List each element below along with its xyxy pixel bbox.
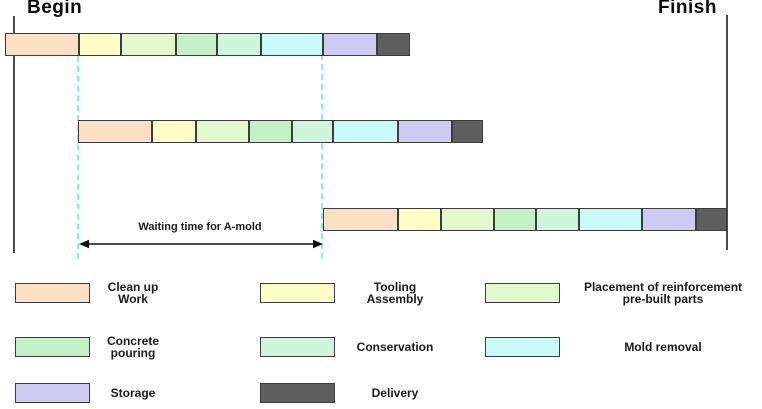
waiting-time-label: Waiting time for A-mold <box>138 221 262 233</box>
segment-delivery <box>377 33 410 56</box>
mold-cycle-row-2 <box>78 120 483 143</box>
mold-cycle-row-1 <box>5 33 410 56</box>
legend-swatch-conservation <box>260 337 335 357</box>
begin-axis-line <box>13 16 15 253</box>
segment-conservation <box>536 208 579 231</box>
legend-swatch-tooling-assembly <box>260 283 335 303</box>
segment-delivery <box>696 208 727 231</box>
segment-mold-removal <box>579 208 642 231</box>
segment-clean-up-work <box>78 120 152 143</box>
segment-concrete-pouring <box>249 120 292 143</box>
mold-cycle-row-3 <box>323 208 727 231</box>
segment-mold-removal <box>333 120 398 143</box>
legend-label-storage: Storage <box>110 386 156 400</box>
segment-concrete-pouring <box>176 33 217 56</box>
segment-storage <box>323 33 377 56</box>
segment-storage <box>398 120 452 143</box>
legend-label-mold-removal: Mold removal <box>624 340 702 354</box>
arrowhead-right <box>313 239 323 249</box>
legend-swatch-clean-up-work <box>15 283 90 303</box>
segment-mold-removal <box>261 33 323 56</box>
segment-storage <box>642 208 696 231</box>
segment-placement-reinforcement <box>441 208 494 231</box>
finish-label: Finish <box>658 0 717 18</box>
segment-placement-reinforcement <box>121 33 176 56</box>
segment-tooling-assembly <box>79 33 121 56</box>
legend-swatch-mold-removal <box>485 337 560 357</box>
legend-label-conservation: Conservation <box>356 340 434 354</box>
waiting-start-guide-line <box>77 56 79 259</box>
segment-clean-up-work <box>323 208 398 231</box>
segment-placement-reinforcement <box>196 120 249 143</box>
segment-clean-up-work <box>5 33 79 56</box>
legend-swatch-delivery <box>260 383 335 403</box>
segment-tooling-assembly <box>152 120 196 143</box>
legend-swatch-storage <box>15 383 90 403</box>
begin-label: Begin <box>27 0 83 18</box>
segment-delivery <box>452 120 483 143</box>
finish-axis-line <box>726 15 728 250</box>
legend-swatch-placement-reinforcement <box>485 283 560 303</box>
legend-swatch-concrete-pouring <box>15 337 90 357</box>
segment-tooling-assembly <box>398 208 441 231</box>
arrowhead-left <box>79 239 89 249</box>
segment-conservation <box>217 33 261 56</box>
waiting-end-guide-line <box>321 54 323 259</box>
segment-conservation <box>292 120 333 143</box>
legend-label-delivery: Delivery <box>371 386 419 400</box>
waiting-time-arrow <box>79 239 323 249</box>
segment-concrete-pouring <box>494 208 536 231</box>
